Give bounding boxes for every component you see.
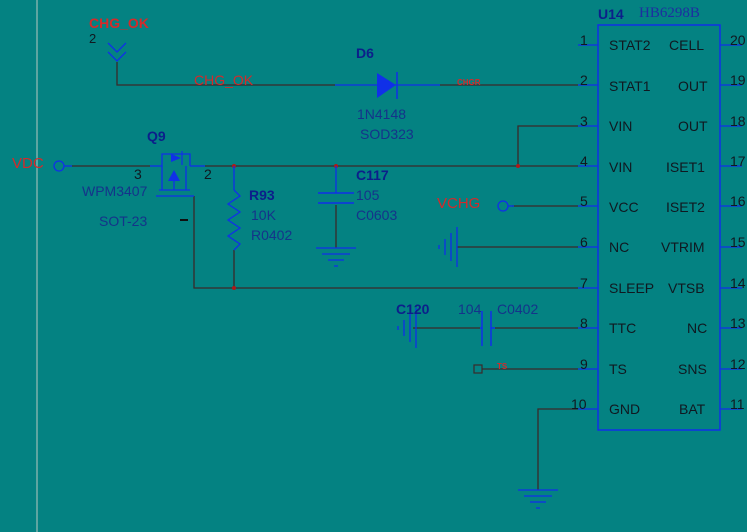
connector-net-label: CHG_OK (89, 15, 149, 31)
q9-pin-3: 3 (134, 166, 142, 182)
pin-name: SLEEP (609, 280, 655, 296)
wire-chg-ok (116, 62, 335, 86)
ground-icon (316, 247, 356, 267)
pin-number: 11 (730, 396, 745, 412)
pin-number: 1 (580, 32, 588, 48)
d6-package: SOD323 (360, 126, 414, 142)
d6-value: 1N4148 (357, 106, 407, 122)
pin-number: 5 (580, 193, 588, 209)
pin-name: SNS (678, 361, 707, 377)
pin-name: STAT1 (609, 78, 651, 94)
pin-name: STAT2 (609, 37, 651, 53)
pin-number: 14 (730, 275, 746, 291)
pin-name: OUT (678, 78, 708, 94)
pin-number: 7 (580, 275, 588, 291)
pin-name: ISET2 (666, 199, 705, 215)
pin-name: GND (609, 401, 641, 417)
pin-number: 13 (730, 315, 746, 331)
ground-icon (518, 489, 558, 509)
pin-name: TS (609, 361, 627, 377)
ic-refdes: U14 (598, 6, 624, 22)
pin-name: NC (687, 320, 708, 336)
wires (72, 62, 578, 490)
pin-name: VTRIM (661, 239, 705, 255)
resistor-r93-symbol[interactable] (226, 166, 242, 251)
connector-chevron-icon[interactable] (107, 42, 127, 62)
connector-pin-number: 2 (89, 31, 97, 46)
pin-number: 15 (730, 234, 746, 250)
pin-number: 4 (580, 153, 588, 169)
q9-value: WPM3407 (82, 183, 148, 199)
q9-body-diode (171, 154, 181, 162)
vchg-port-icon[interactable] (497, 200, 509, 212)
vdc-port-icon[interactable] (53, 160, 65, 172)
wire-sleep (193, 196, 578, 289)
ic-left-pin-stubs (578, 44, 598, 410)
pin-name: BAT (679, 401, 706, 417)
q9-pin-2: 2 (204, 166, 212, 182)
q9-channel-arrow (168, 170, 180, 181)
d6-refdes: D6 (356, 45, 374, 61)
ic-part-number: HB6298B (639, 5, 700, 21)
ground-icon (397, 308, 417, 348)
junction-dot (232, 286, 236, 290)
pin-number: 12 (730, 356, 746, 372)
pin-number: 8 (580, 315, 588, 331)
pin-name: VIN (609, 159, 633, 175)
r93-refdes: R93 (249, 187, 275, 203)
pin-name: VIN (609, 118, 633, 134)
pin-number: 9 (580, 356, 588, 372)
q9-refdes: Q9 (147, 128, 166, 144)
capacitor-c117-symbol[interactable] (318, 166, 354, 204)
r93-package: R0402 (251, 227, 293, 243)
pin-number: 16 (730, 193, 746, 209)
wire-gnd (537, 408, 578, 490)
junction-dot (516, 164, 520, 168)
pin-name: VTSB (668, 280, 705, 296)
wire-label-chg-ok: CHG_OK (194, 72, 254, 88)
capacitor-c120-symbol[interactable] (480, 311, 495, 346)
pin-name: VCC (609, 199, 639, 215)
wire-label-ts: TS (497, 362, 508, 371)
c117-refdes: C117 (356, 167, 389, 183)
pin-number: 17 (730, 153, 746, 169)
ic-right-pin-stubs (720, 44, 742, 410)
c117-package: C0603 (356, 207, 398, 223)
mosfet-q9-symbol[interactable] (150, 153, 205, 197)
ts-testpoint-icon[interactable] (473, 364, 483, 374)
c117-value: 105 (356, 187, 380, 203)
wire-pin3-vin (517, 125, 578, 166)
ground-icon (438, 227, 458, 267)
c120-value: 104 (458, 301, 482, 317)
pin-number: 18 (730, 113, 746, 129)
pin-number: 10 (571, 396, 587, 412)
vdc-port-label: VDC (12, 155, 44, 172)
q9-package: SOT-23 (99, 213, 148, 229)
pin-name: NC (609, 239, 630, 255)
pin-name: OUT (678, 118, 708, 134)
c120-package: C0402 (497, 301, 539, 317)
pin-name: CELL (669, 37, 705, 53)
pin-name: TTC (609, 320, 637, 336)
ic-u14-body[interactable] (597, 24, 721, 431)
wire-label-chgr: CHGR (457, 78, 481, 87)
pin-number: 3 (580, 113, 588, 129)
pin-number: 2 (580, 72, 588, 88)
pin-number: 19 (730, 72, 746, 88)
c120-refdes: C120 (396, 301, 430, 317)
pin-name: ISET1 (666, 159, 705, 175)
pin-number: 6 (580, 234, 588, 250)
pin-number: 20 (730, 32, 746, 48)
diode-d6-symbol[interactable] (335, 72, 440, 99)
r93-value: 10K (251, 207, 276, 223)
vchg-port-label: VCHG (437, 195, 481, 212)
